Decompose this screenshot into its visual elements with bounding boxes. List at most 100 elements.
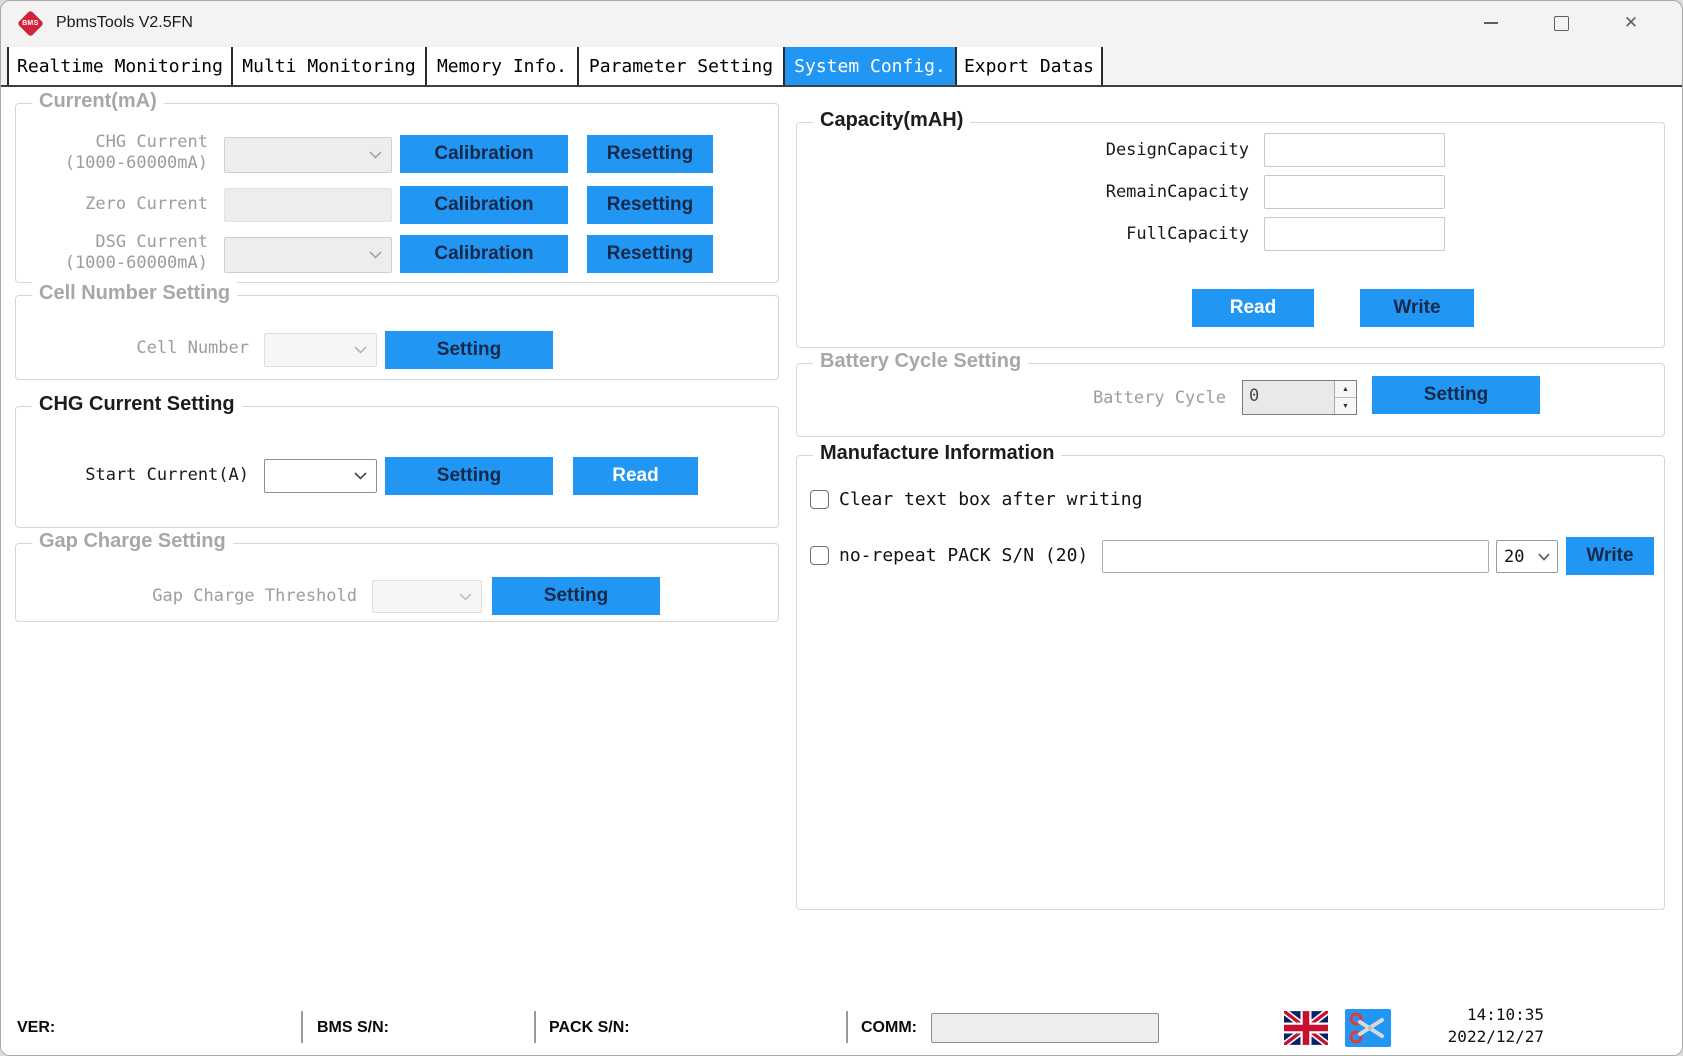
capacity-groupbox: Capacity(mAH) DesignCapacity RemainCapac… xyxy=(796,109,1665,348)
current-groupbox: Current(mA) CHG Current (1000-60000mA) C… xyxy=(15,90,779,283)
cell-number-setting-button[interactable]: Setting xyxy=(385,331,553,369)
battery-cycle-groupbox: Battery Cycle Setting Battery Cycle 0 ▲ … xyxy=(796,350,1665,437)
zero-current-label: Zero Current xyxy=(85,194,208,214)
battery-cycle-group-title: Battery Cycle Setting xyxy=(813,350,1029,373)
start-current-setting-button[interactable]: Setting xyxy=(385,457,553,495)
chevron-down-icon xyxy=(354,346,367,354)
full-capacity-input[interactable] xyxy=(1264,217,1445,251)
remain-capacity-label: RemainCapacity xyxy=(1105,182,1249,202)
dsg-resetting-button[interactable]: Resetting xyxy=(587,235,713,273)
window-title: PbmsTools V2.5FN xyxy=(56,14,193,31)
battery-cycle-value: 0 xyxy=(1249,386,1260,406)
chevron-down-icon xyxy=(459,592,472,601)
close-button[interactable]: ✕ xyxy=(1618,10,1644,36)
full-capacity-label: FullCapacity xyxy=(1126,224,1249,244)
dsg-current-label-line2: (1000-60000mA) xyxy=(64,253,208,273)
tab-multi-monitoring[interactable]: Multi Monitoring xyxy=(233,47,427,85)
comm-label: COMM: xyxy=(861,1019,917,1036)
ver-label: VER: xyxy=(17,1019,56,1036)
design-capacity-input[interactable] xyxy=(1264,133,1445,167)
chevron-down-icon xyxy=(354,472,367,480)
sn-length-value: 20 xyxy=(1504,546,1525,567)
bms-sn-label: BMS S/N: xyxy=(317,1019,389,1036)
clear-textbox-label: Clear text box after writing xyxy=(839,489,1143,510)
language-flag-icon[interactable] xyxy=(1281,1008,1331,1048)
chg-current-label: CHG Current (1000-60000mA) xyxy=(26,132,208,174)
tab-export-datas[interactable]: Export Datas xyxy=(957,47,1103,85)
main-content: Current(mA) CHG Current (1000-60000mA) C… xyxy=(1,87,1682,1055)
capacity-read-button[interactable]: Read xyxy=(1192,289,1314,327)
no-repeat-label: no-repeat PACK S/N (20) xyxy=(839,545,1089,566)
app-logo-icon: BMS xyxy=(17,9,44,37)
cell-number-combobox[interactable] xyxy=(264,333,377,367)
chg-current-setting-group-title: CHG Current Setting xyxy=(32,393,242,416)
gap-charge-combobox[interactable] xyxy=(372,580,482,613)
comm-input[interactable] xyxy=(931,1013,1159,1043)
screenshot-scissors-icon[interactable] xyxy=(1345,1009,1391,1047)
statusbar: VER: BMS S/N: PACK S/N: COMM: xyxy=(1,999,1682,1055)
close-icon: ✕ xyxy=(1623,13,1639,32)
zero-current-input[interactable] xyxy=(224,188,392,222)
dsg-current-label: DSG Current (1000-60000mA) xyxy=(26,232,208,274)
statusbar-separator xyxy=(534,1011,536,1043)
zero-resetting-button[interactable]: Resetting xyxy=(587,186,713,224)
cell-number-group-title: Cell Number Setting xyxy=(32,282,238,305)
tab-system-config[interactable]: System Config. xyxy=(785,47,957,85)
remain-capacity-input[interactable] xyxy=(1264,175,1445,209)
chg-calibration-button[interactable]: Calibration xyxy=(400,135,568,173)
status-date: 2022/12/27 xyxy=(1447,1027,1544,1046)
maximize-icon xyxy=(1553,15,1569,31)
chg-current-label-line1: CHG Current xyxy=(95,132,208,152)
chevron-down-icon xyxy=(369,151,382,159)
tabbar: Realtime Monitoring Multi Monitoring Mem… xyxy=(1,47,1682,87)
dsg-current-label-line1: DSG Current xyxy=(95,232,208,252)
chg-current-setting-groupbox: CHG Current Setting Start Current(A) Set… xyxy=(15,393,779,528)
cell-number-groupbox: Cell Number Setting Cell Number Setting xyxy=(15,282,779,380)
current-group-title: Current(mA) xyxy=(32,90,164,113)
clock: 14:10:35 2022/12/27 xyxy=(1381,1004,1544,1048)
sn-length-select[interactable]: 20 xyxy=(1496,540,1558,573)
design-capacity-label: DesignCapacity xyxy=(1105,140,1249,160)
chg-current-label-line2: (1000-60000mA) xyxy=(64,153,208,173)
spin-down-button[interactable]: ▼ xyxy=(1335,398,1356,414)
gap-charge-threshold-label: Gap Charge Threshold xyxy=(152,586,357,606)
maximize-button[interactable] xyxy=(1548,10,1574,36)
manufacture-group-title: Manufacture Information xyxy=(813,442,1062,465)
minimize-icon xyxy=(1484,22,1498,24)
manufacture-write-button[interactable]: Write xyxy=(1566,537,1654,575)
dsg-calibration-button[interactable]: Calibration xyxy=(400,235,568,273)
statusbar-separator xyxy=(301,1011,303,1043)
zero-calibration-button[interactable]: Calibration xyxy=(400,186,568,224)
start-current-combobox[interactable] xyxy=(264,459,377,493)
tab-memory-info[interactable]: Memory Info. xyxy=(427,47,579,85)
pack-sn-input[interactable] xyxy=(1102,540,1489,573)
battery-cycle-label: Battery Cycle xyxy=(1092,388,1226,408)
manufacture-groupbox: Manufacture Information Clear text box a… xyxy=(796,442,1665,910)
spinner-buttons: ▲ ▼ xyxy=(1334,381,1356,414)
gap-charge-group-title: Gap Charge Setting xyxy=(32,530,233,553)
chevron-down-icon xyxy=(1538,552,1550,561)
window-controls: ✕ xyxy=(1478,10,1666,36)
no-repeat-checkbox[interactable] xyxy=(810,546,829,565)
tab-realtime-monitoring[interactable]: Realtime Monitoring xyxy=(7,47,233,85)
capacity-write-button[interactable]: Write xyxy=(1360,289,1474,327)
cell-number-label: Cell Number xyxy=(136,338,249,358)
logo-text: BMS xyxy=(22,19,39,27)
start-current-read-button[interactable]: Read xyxy=(573,457,698,495)
statusbar-separator xyxy=(846,1011,848,1043)
start-current-label: Start Current(A) xyxy=(85,465,249,485)
minimize-button[interactable] xyxy=(1478,10,1504,36)
clear-textbox-checkbox[interactable] xyxy=(810,490,829,509)
dsg-current-combobox[interactable] xyxy=(224,237,392,273)
pack-sn-label: PACK S/N: xyxy=(549,1019,630,1036)
battery-cycle-spinner[interactable]: 0 ▲ ▼ xyxy=(1242,380,1357,415)
spin-up-button[interactable]: ▲ xyxy=(1335,381,1356,398)
chg-current-combobox[interactable] xyxy=(224,137,392,173)
titlebar: BMS PbmsTools V2.5FN ✕ xyxy=(1,1,1682,45)
battery-cycle-setting-button[interactable]: Setting xyxy=(1372,376,1540,414)
gap-charge-setting-button[interactable]: Setting xyxy=(492,577,660,615)
chg-resetting-button[interactable]: Resetting xyxy=(587,135,713,173)
gap-charge-groupbox: Gap Charge Setting Gap Charge Threshold … xyxy=(15,530,779,622)
tab-parameter-setting[interactable]: Parameter Setting xyxy=(579,47,785,85)
